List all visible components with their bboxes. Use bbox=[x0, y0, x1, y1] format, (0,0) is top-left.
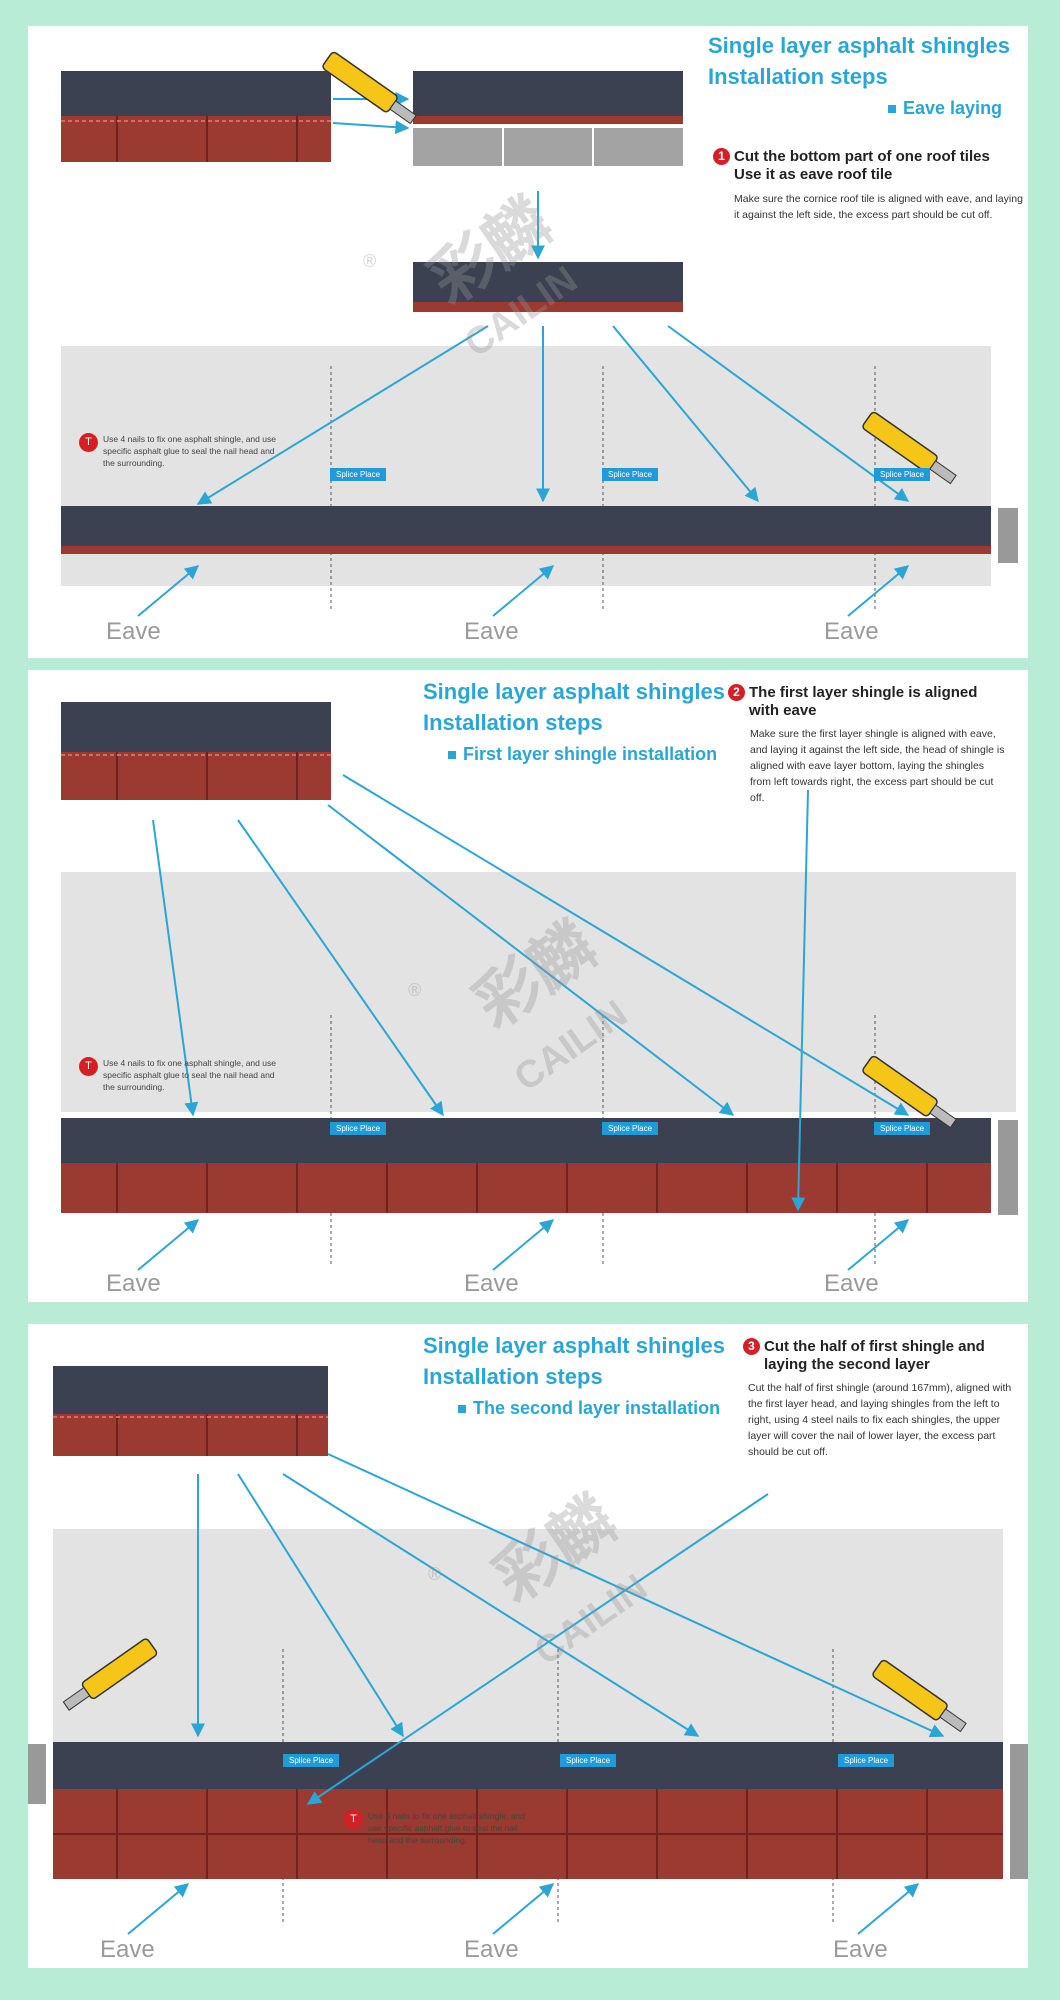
shingle-sample bbox=[61, 702, 331, 800]
arrows bbox=[127, 1453, 945, 1935]
utility-knife-icon bbox=[872, 1659, 967, 1733]
eave-label: Eave bbox=[824, 618, 879, 645]
first-layer-strip bbox=[61, 1118, 1018, 1215]
section-subtitle: The second layer installation bbox=[458, 1398, 720, 1419]
splice-label: Splice Place bbox=[602, 1122, 659, 1135]
diagram-first-layer bbox=[61, 702, 1018, 1271]
eave-strip bbox=[61, 506, 1018, 563]
splice-label: Splice Place bbox=[838, 1754, 895, 1767]
step-description: Make sure the cornice roof tile is align… bbox=[734, 193, 1023, 221]
diagram-eave-laying bbox=[61, 51, 1018, 617]
section-subtitle: First layer shingle installation bbox=[448, 744, 717, 765]
shingle-sample bbox=[53, 1366, 328, 1456]
section-subtitle: Eave laying bbox=[888, 98, 1002, 119]
step-number-badge: 1 bbox=[713, 148, 730, 165]
eave-label: Eave bbox=[824, 1270, 879, 1297]
utility-knife-icon bbox=[322, 51, 417, 125]
arrows bbox=[137, 774, 910, 1271]
splice-label: Splice Place bbox=[874, 468, 931, 481]
splice-label: Splice Place bbox=[602, 468, 659, 481]
splice-label: Splice Place bbox=[874, 1122, 931, 1135]
note-badge: T bbox=[79, 1057, 98, 1076]
step-number-badge: 3 bbox=[743, 1338, 760, 1355]
step-description: Make sure the first layer shingle is ali… bbox=[750, 728, 1005, 804]
splice-label: Splice Place bbox=[560, 1754, 617, 1767]
eave-label: Eave bbox=[100, 1936, 155, 1963]
note-badge: T bbox=[79, 433, 98, 452]
eave-label: Eave bbox=[106, 618, 161, 645]
eave-label: Eave bbox=[464, 1270, 519, 1297]
eave-label: Eave bbox=[106, 1270, 161, 1297]
cut-shingle bbox=[413, 71, 683, 166]
panel-first-layer: Single layer asphalt shingles Installati… bbox=[28, 670, 1028, 1302]
note-badge: T bbox=[344, 1810, 363, 1829]
utility-knife-icon bbox=[62, 1638, 158, 1711]
splice-label: Splice Place bbox=[283, 1754, 340, 1767]
splice-label: Splice Place bbox=[330, 1122, 387, 1135]
section-title: Single layer asphalt shingles Installati… bbox=[708, 33, 1010, 89]
panel-second-layer: Single layer asphalt shingles Installati… bbox=[28, 1324, 1028, 1968]
roof-deck bbox=[53, 1529, 1003, 1769]
section-title: Single layer asphalt shingles Installati… bbox=[423, 679, 725, 735]
utility-knife-icon bbox=[862, 1055, 957, 1129]
eave-label: Eave bbox=[833, 1936, 888, 1963]
eave-label: Eave bbox=[464, 1936, 519, 1963]
diagram-second-layer bbox=[28, 1366, 1028, 1935]
panel-eave-laying: Single layer asphalt shingles Installati… bbox=[28, 26, 1028, 658]
shingle-sample bbox=[61, 71, 331, 162]
section-title: Single layer asphalt shingles Installati… bbox=[423, 1333, 725, 1389]
splice-label: Splice Place bbox=[330, 468, 387, 481]
roof-deck bbox=[61, 872, 1016, 1112]
utility-knife-icon bbox=[862, 411, 957, 485]
eave-tile bbox=[413, 262, 683, 312]
step-description: Cut the half of first shingle (around 16… bbox=[748, 1382, 1012, 1458]
eave-label: Eave bbox=[464, 618, 519, 645]
step-number-badge: 2 bbox=[728, 684, 745, 701]
